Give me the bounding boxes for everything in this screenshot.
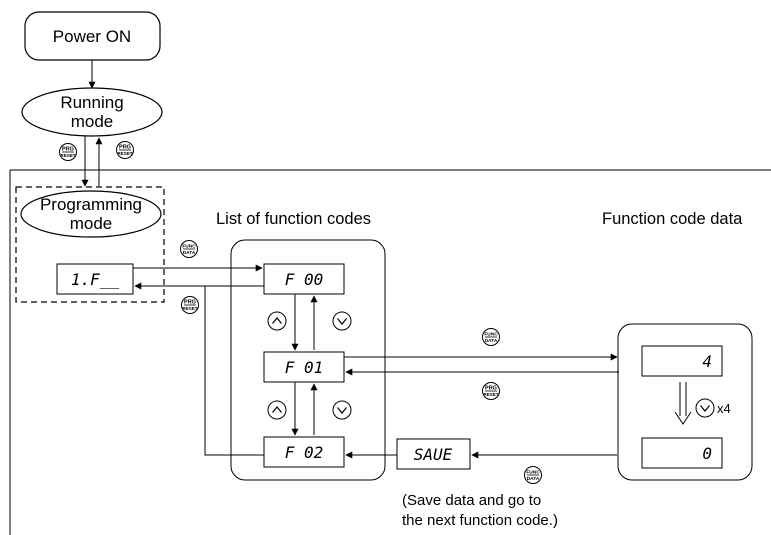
running-mode-label-2: mode [71,112,114,131]
data-display-top-text: 4 [702,352,712,371]
function-codes-panel [230,239,386,481]
svg-text:PRG: PRG [184,300,196,306]
function-code-data-heading: Function code data [602,210,743,228]
programming-mode-label-2: mode [70,214,113,233]
programming-mode-label-1: Programming [40,195,142,214]
display-f01-text: F 01 [285,358,324,377]
data-display-top: 4 [641,345,723,377]
display-f02: F 02 [263,436,345,468]
function-data-panel [617,323,753,481]
svg-text:FUNC: FUNC [484,332,498,338]
svg-text:FUNC: FUNC [526,470,540,476]
svg-text:DATA: DATA [183,250,196,256]
prg-reset-key-2: PRG RESET [116,141,134,159]
power-on-label: Power ON [53,27,131,46]
down-key-2 [332,400,352,420]
svg-text:RESET: RESET [117,151,132,156]
svg-text:RESET: RESET [60,153,75,158]
prg-reset-key-1: PRG RESET [59,143,77,161]
data-display-bottom-text: 0 [702,444,712,463]
prg-reset-key-3: PRG RESET [181,296,199,314]
programming-mode-dashed-box [15,186,165,303]
list-of-function-codes-heading: List of function codes [216,210,371,228]
menu-display-text: 1.F__ [71,270,120,289]
svg-text:PRG: PRG [62,147,74,153]
svg-text:PRG: PRG [119,145,131,151]
menu-display: 1.F__ [56,263,134,295]
svg-text:DATA: DATA [527,476,540,482]
running-mode-label-1: Running [60,93,123,112]
svg-text:RESET: RESET [182,306,197,311]
up-key-2 [267,400,287,420]
func-data-key-2: FUNC DATA [482,328,500,346]
prg-reset-key-4: PRG RESET [482,382,500,400]
running-mode-ellipse: Running mode [21,87,163,137]
save-note-line-2: the next function code.) [402,512,558,529]
repeat-count-label: x4 [717,401,731,416]
up-key-1 [267,311,287,331]
display-f02-text: F 02 [285,443,324,462]
data-display-bottom: 0 [641,437,723,469]
arrow-f02-to-menu [204,286,264,456]
programming-mode-ellipse: Programming mode [20,190,162,238]
power-on-box: Power ON [24,11,161,61]
save-note-line-1: (Save data and go to [402,492,541,509]
func-data-key-3: FUNC DATA [524,466,542,484]
svg-text:FUNC: FUNC [182,244,196,250]
save-display: SAUE [396,438,471,470]
svg-text:RESET: RESET [483,392,498,397]
display-f00: F 00 [263,263,345,295]
func-data-key-1: FUNC DATA [180,240,198,258]
down-key-1 [332,311,352,331]
display-f00-text: F 00 [285,270,324,289]
svg-text:PRG: PRG [485,386,497,392]
down-key-repeat [695,398,715,418]
svg-text:DATA: DATA [485,338,498,344]
save-display-text: SAUE [414,445,453,464]
hollow-down-arrow [674,382,692,425]
display-f01: F 01 [263,351,345,383]
